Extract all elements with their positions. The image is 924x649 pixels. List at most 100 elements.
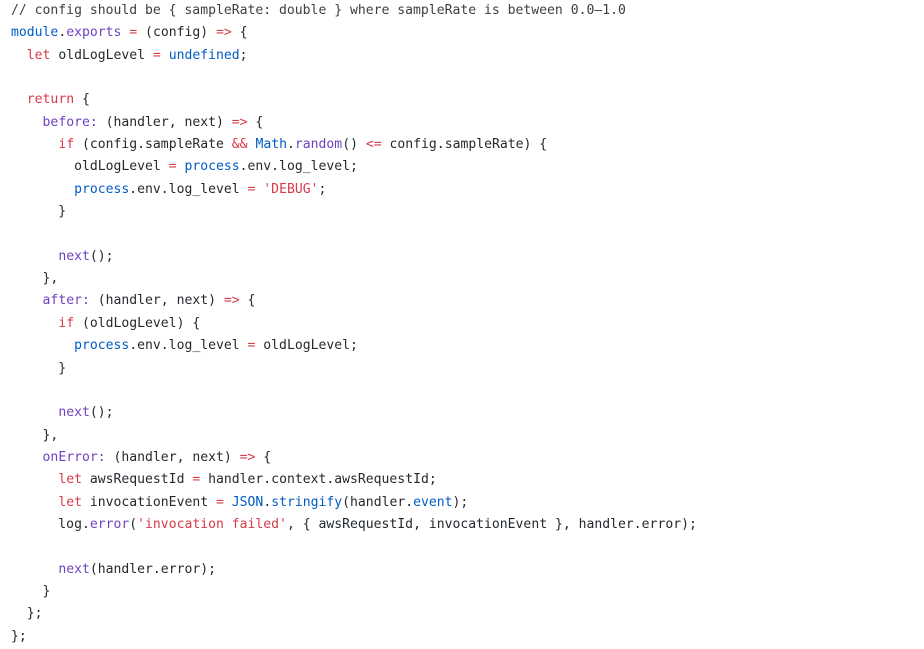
code-token-plain xyxy=(11,562,58,577)
code-token-plain: } xyxy=(11,360,67,376)
code-line: module.exports = (config) => { xyxy=(0,22,924,44)
code-token-key: after xyxy=(42,293,82,309)
code-token-plain: .env.log_level xyxy=(129,181,248,197)
code-line: ​ xyxy=(0,67,924,89)
code-token-plain: (oldLogLevel) { xyxy=(74,315,201,331)
code-token-func: next xyxy=(58,248,90,264)
code-line: process.env.log_level = 'DEBUG'; xyxy=(0,179,924,201)
code-token-plain xyxy=(11,92,27,107)
code-line: after: (handler, next) => { xyxy=(0,290,924,312)
code-token-plain xyxy=(11,450,43,465)
code-token-plain: oldLogLevel xyxy=(11,159,169,175)
code-line: if (config.sampleRate && Math.random() <… xyxy=(0,134,924,156)
code-token-operator: = xyxy=(192,472,201,488)
code-token-var: process xyxy=(74,338,130,354)
code-token-keyword: let xyxy=(58,494,82,510)
code-token-plain: } xyxy=(11,583,51,599)
code-token-prop: event xyxy=(413,494,453,510)
code-token-plain: oldLogLevel; xyxy=(255,338,358,354)
code-token-plain: (config.sampleRate xyxy=(74,137,232,153)
code-line: // config should be { sampleRate: double… xyxy=(0,0,924,22)
code-token-key: : xyxy=(97,449,106,465)
code-token-plain: }; xyxy=(11,606,43,622)
code-token-operator: = xyxy=(129,25,138,41)
code-token-plain: { xyxy=(231,25,248,41)
code-token-operator: && xyxy=(231,137,248,153)
code-token-plain xyxy=(11,495,58,510)
code-token-func: error xyxy=(89,516,130,532)
code-token-plain: (config) xyxy=(137,25,217,41)
code-token-plain: awsRequestId xyxy=(81,472,193,488)
code-token-plain xyxy=(11,249,58,264)
code-token-plain: , { awsRequestId, invocationEvent }, han… xyxy=(286,516,697,532)
code-line: ​ xyxy=(0,223,924,245)
code-token-plain: ; xyxy=(318,181,327,197)
code-token-operator: => xyxy=(223,293,240,309)
code-token-plain xyxy=(11,48,27,63)
code-line: ​ xyxy=(0,536,924,558)
code-line: let oldLogLevel = undefined; xyxy=(0,45,924,67)
code-token-plain: (); xyxy=(89,248,114,264)
code-token-plain: (handler, next) xyxy=(105,449,240,465)
code-token-operator: <= xyxy=(365,137,382,153)
code-token-operator: = xyxy=(247,338,256,354)
code-token-plain xyxy=(11,316,58,331)
code-token-var: process xyxy=(74,181,130,197)
code-token-prop: stringify xyxy=(271,494,343,510)
code-token-plain xyxy=(224,495,232,510)
code-token-var: Math xyxy=(255,137,287,153)
code-token-plain: }, xyxy=(11,427,59,443)
code-token-plain: { xyxy=(239,293,256,309)
code-token-key: : xyxy=(89,114,98,130)
code-line: let awsRequestId = handler.context.awsRe… xyxy=(0,469,924,491)
code-token-plain: }, xyxy=(11,271,59,287)
code-token-plain: () xyxy=(342,137,366,153)
code-line: }; xyxy=(0,626,924,648)
code-token-var: process xyxy=(184,159,240,175)
code-token-plain: }; xyxy=(11,628,27,644)
code-line: return { xyxy=(0,89,924,111)
code-token-plain: ( xyxy=(129,516,138,532)
code-token-plain: .env.log_level; xyxy=(239,159,358,175)
code-token-plain: (handler, next) xyxy=(97,114,232,130)
code-line: next(handler.error); xyxy=(0,559,924,581)
code-token-plain xyxy=(11,472,58,487)
code-token-func: next xyxy=(58,405,90,421)
code-token-plain: . xyxy=(58,25,67,41)
code-token-plain: handler.context.awsRequestId; xyxy=(200,472,437,488)
code-token-plain: log. xyxy=(11,516,90,532)
code-token-operator: = xyxy=(168,159,177,175)
code-line: if (oldLogLevel) { xyxy=(0,313,924,335)
code-token-operator: => xyxy=(216,25,232,41)
code-token-plain: (handler, next) xyxy=(89,293,224,309)
code-token-comment: // config should be { sampleRate: double… xyxy=(11,3,626,18)
code-token-func: exports xyxy=(66,25,122,41)
code-line: } xyxy=(0,358,924,380)
code-token-keyword: let xyxy=(26,47,51,63)
code-token-keyword: let xyxy=(58,472,82,488)
code-token-plain: } xyxy=(11,204,67,220)
code-token-var: JSON xyxy=(231,494,264,510)
code-token-plain: invocationEvent xyxy=(81,494,216,510)
code-token-operator: => xyxy=(239,449,256,465)
code-token-plain xyxy=(11,182,74,197)
code-token-var: module xyxy=(11,25,59,41)
code-token-key: : xyxy=(81,293,90,309)
code-token-operator: = xyxy=(215,494,224,510)
code-line: }; xyxy=(0,603,924,625)
code-token-const: undefined xyxy=(168,47,240,63)
code-line: before: (handler, next) => { xyxy=(0,112,924,134)
code-line: let invocationEvent = JSON.stringify(han… xyxy=(0,492,924,514)
code-token-plain xyxy=(11,338,74,353)
code-line: } xyxy=(0,581,924,603)
code-token-keyword: return xyxy=(26,92,75,108)
code-token-plain xyxy=(11,115,43,130)
code-line: process.env.log_level = oldLogLevel; xyxy=(0,335,924,357)
code-token-plain xyxy=(161,48,169,63)
code-token-plain: ); xyxy=(452,494,469,510)
code-line: next(); xyxy=(0,402,924,424)
code-token-plain: { xyxy=(255,449,272,465)
code-token-operator: = xyxy=(152,47,161,63)
